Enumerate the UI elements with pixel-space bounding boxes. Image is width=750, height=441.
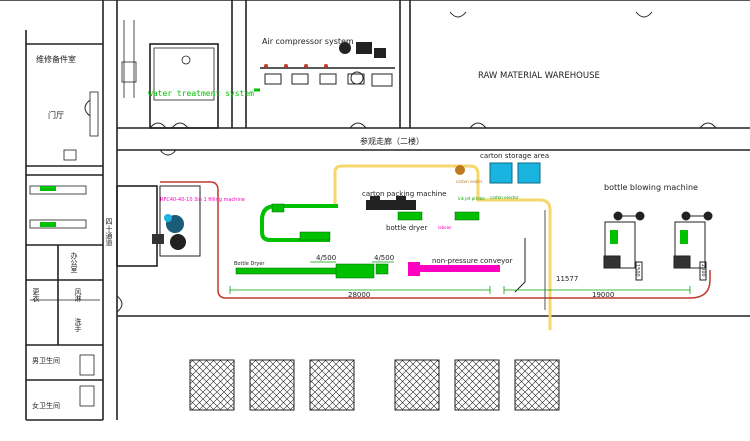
green-marker-2 [40, 222, 56, 227]
air-compressor-equipment [254, 42, 395, 92]
dim-label-2: 4/500 [374, 254, 395, 262]
non-pressure-conveyor-label: non-pressure conveyor [432, 257, 513, 265]
left-room-fixtures [29, 91, 100, 407]
green-marker-1 [40, 186, 56, 191]
filling-machine [152, 185, 201, 257]
water-treatment-label: water treatment system [148, 89, 254, 98]
left-label-4: 风淋 [74, 288, 82, 302]
dimension-lines [229, 261, 691, 294]
labeler-label: labeler [438, 225, 452, 230]
carton-storage-boxes [455, 162, 541, 184]
left-label-5: 洗手 [74, 318, 82, 332]
water-treatment-equipment [121, 20, 215, 101]
conveyor-dark [514, 238, 526, 293]
raw-material-warehouse-label: RAW MATERIAL WAREHOUSE [478, 71, 600, 81]
spare-parts-room-label: 维修备件室 [36, 55, 76, 64]
dim-label-5: 19000 [592, 291, 615, 299]
dim-label-7: 2000 [700, 264, 706, 277]
left-label-3: 更衣 [32, 288, 40, 302]
entrance-hall-label: 门厅 [48, 111, 64, 120]
carton-packing-label: carton packing machine [362, 190, 447, 198]
pallet-grids [189, 359, 560, 411]
conveyor-red-loop [160, 181, 500, 299]
women-restroom-label: 女卫生间 [32, 402, 60, 410]
bottle-blowing-machines [603, 211, 713, 281]
carton-sealer-label: carton sealer [456, 179, 483, 184]
dim-label-4: 11577 [556, 275, 579, 283]
men-restroom-label: 男卫生间 [32, 357, 60, 365]
dim-label-3: 28000 [348, 291, 371, 299]
bottle-dryer-small-label: Bottle Dryer [234, 261, 265, 267]
walls [0, 0, 750, 421]
bottle-blowing-label: bottle blowing machine [604, 183, 698, 192]
visitor-corridor-label: 参观走廊（二楼） [360, 137, 424, 146]
dim-label-6: 1500 [634, 264, 640, 277]
filling-machine-label: RFC40-40-10 3in 1 filling machine [160, 197, 245, 203]
dim-label-1: 4/500 [316, 254, 337, 262]
conveyor-blow-to-line [500, 270, 711, 299]
bottle-dryer-label: bottle dryer [386, 224, 428, 232]
green-conveyors [235, 203, 480, 279]
carton-erector-label: carton erector [490, 195, 519, 200]
conveyor-end [408, 262, 420, 276]
four-pass-channel-label: 四十通道 [105, 218, 113, 246]
air-compressor-label: Air compressor system [262, 37, 354, 46]
ink-jet-label: ink jet printer [458, 196, 486, 201]
conveyor-yellow [333, 164, 552, 330]
carton-storage-label: carton storage area [480, 152, 550, 160]
carton-packing-machine [366, 196, 416, 210]
non-pressure-conveyor [420, 265, 500, 272]
doors [84, 11, 717, 313]
left-label-1: 办公室 [70, 252, 78, 273]
